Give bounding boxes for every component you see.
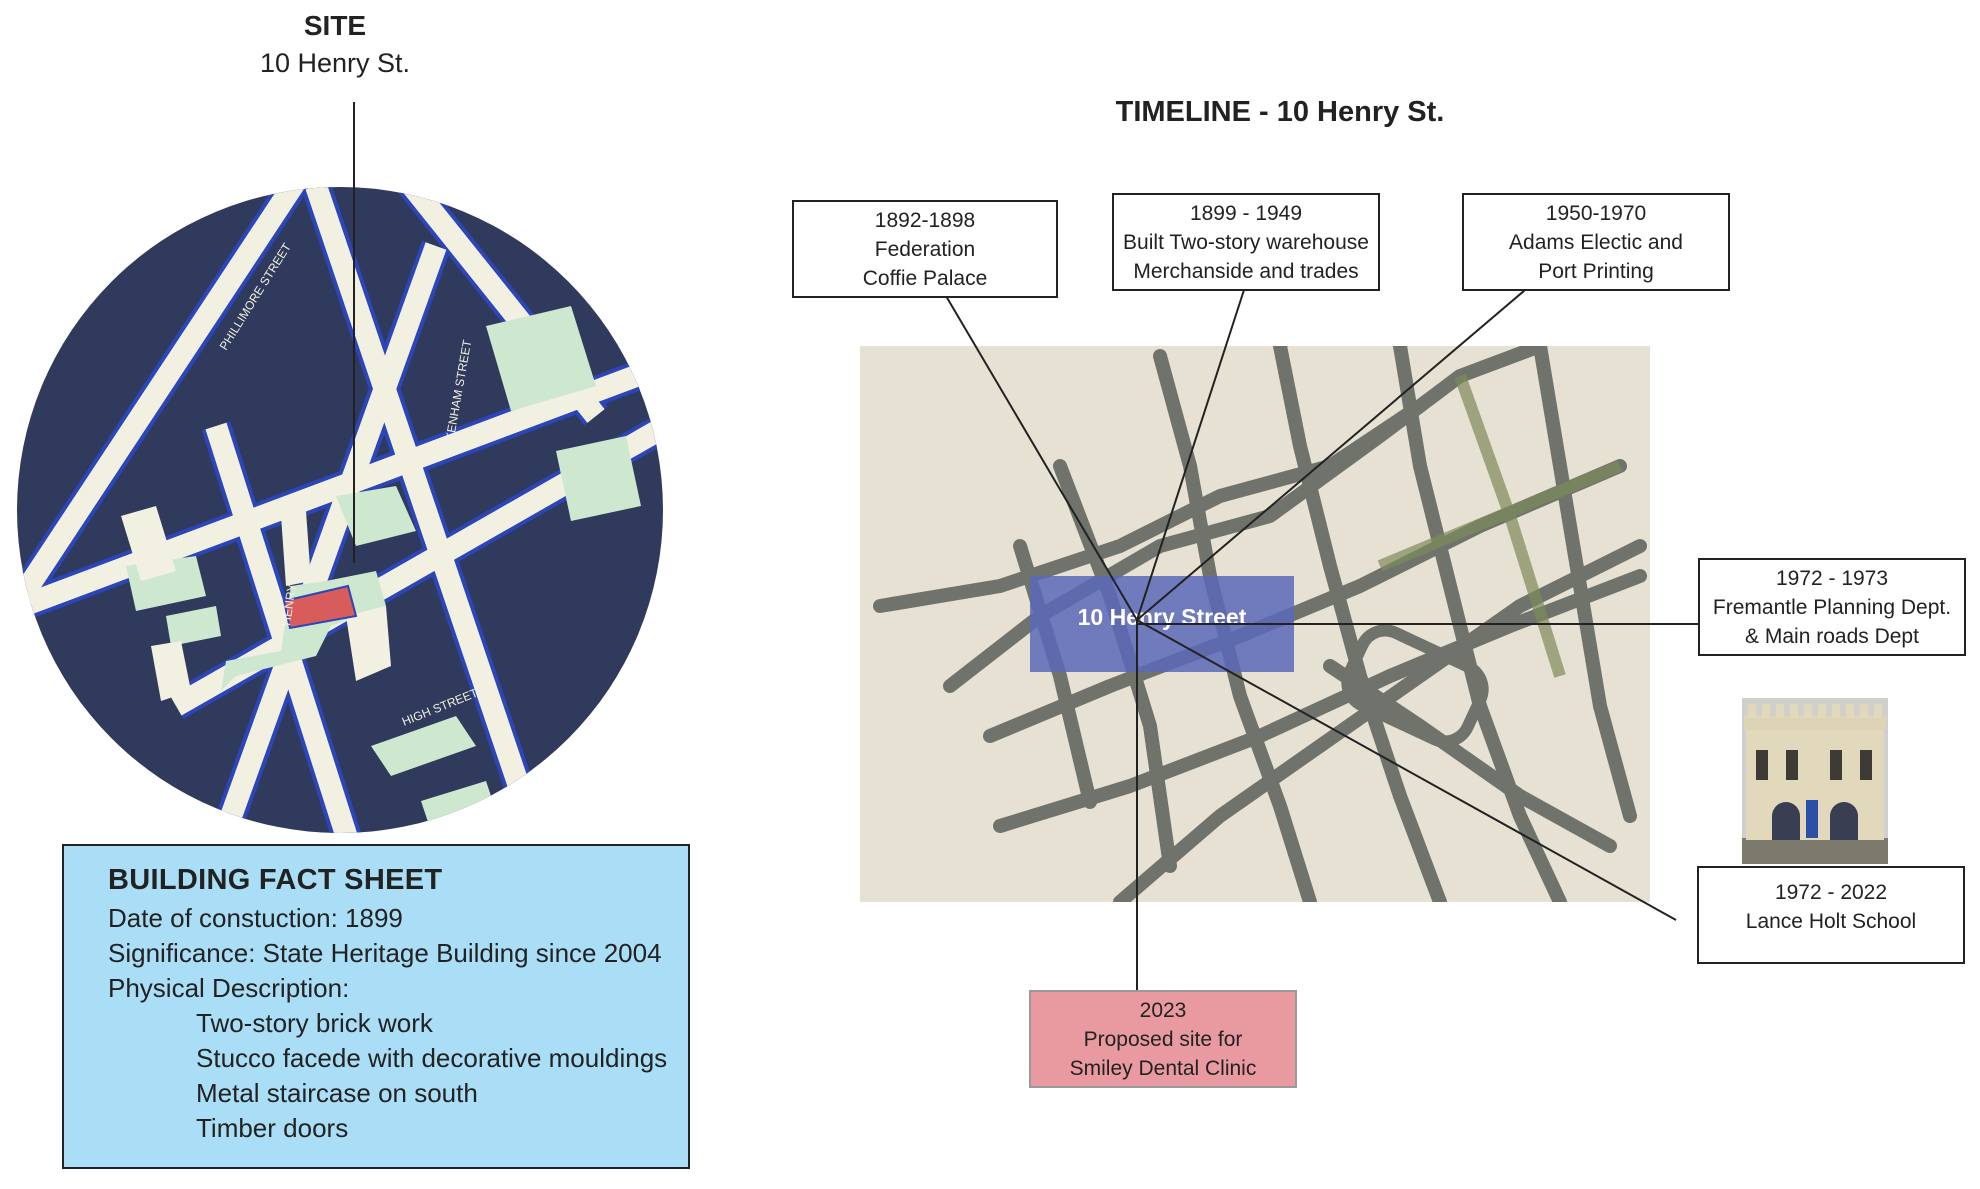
- event-line: Federation: [874, 238, 976, 261]
- event-1950-1970: 1950-1970 Adams Electic and Port Printin…: [1462, 193, 1730, 291]
- event-1972-1973: 1972 - 1973 Fremantle Planning Dept. & M…: [1698, 558, 1966, 656]
- event-line: Coffie Palace: [862, 267, 988, 290]
- event-line: Merchanside and trades: [1133, 260, 1359, 283]
- event-line: & Main roads Dept: [1745, 625, 1919, 648]
- fact-physical-label: Physical Description:: [108, 973, 350, 1003]
- event-1892-1898: 1892-1898 Federation Coffie Palace: [792, 200, 1058, 298]
- event-2023-proposed: 2023 Proposed site for Smiley Dental Cli…: [1029, 990, 1297, 1088]
- event-line: Lance Holt School: [1745, 910, 1917, 933]
- fact-sheet-title: BUILDING FACT SHEET: [108, 864, 443, 896]
- school-building-photo: [1742, 698, 1888, 864]
- building-fact-sheet: BUILDING FACT SHEET Date of constuction:…: [62, 844, 690, 1169]
- event-1972-2022: 1972 - 2022 Lance Holt School: [1697, 866, 1965, 964]
- fact-construction-date: Date of constuction: 1899: [108, 903, 403, 933]
- event-line: Fremantle Planning Dept.: [1712, 596, 1952, 619]
- fact-physical-item: Two-story brick work: [196, 1008, 433, 1038]
- event-1899-1949: 1899 - 1949 Built Two-story warehouse Me…: [1112, 193, 1380, 291]
- site-title: SITE: [303, 10, 367, 41]
- fact-physical-item: Metal staircase on south: [196, 1078, 478, 1108]
- fact-physical-item: Stucco facede with decorative mouldings: [196, 1043, 668, 1073]
- event-line: Adams Electic and: [1509, 231, 1683, 254]
- map-site-label-text: 10 Henry Street: [1077, 604, 1247, 630]
- timeline-title: TIMELINE - 10 Henry St.: [1115, 96, 1445, 128]
- event-date: 1899 - 1949: [1189, 202, 1303, 225]
- event-date: 1950-1970: [1545, 202, 1647, 225]
- site-map: PHILLIMORE STREET PAKENHAM STREET HENRY …: [17, 187, 663, 833]
- event-line: Port Printing: [1538, 260, 1654, 283]
- event-date: 2023: [1139, 999, 1187, 1022]
- event-date: 1892-1898: [874, 209, 976, 232]
- site-address: 10 Henry St.: [259, 48, 411, 78]
- fact-physical-item: Timber doors: [196, 1113, 349, 1143]
- event-line: Proposed site for: [1083, 1028, 1243, 1051]
- event-line: Built Two-story warehouse: [1123, 231, 1369, 254]
- fact-significance: Significance: State Heritage Building si…: [108, 938, 662, 968]
- event-date: 1972 - 2022: [1774, 881, 1888, 904]
- event-line: Smiley Dental Clinic: [1069, 1057, 1257, 1080]
- event-date: 1972 - 1973: [1775, 567, 1889, 590]
